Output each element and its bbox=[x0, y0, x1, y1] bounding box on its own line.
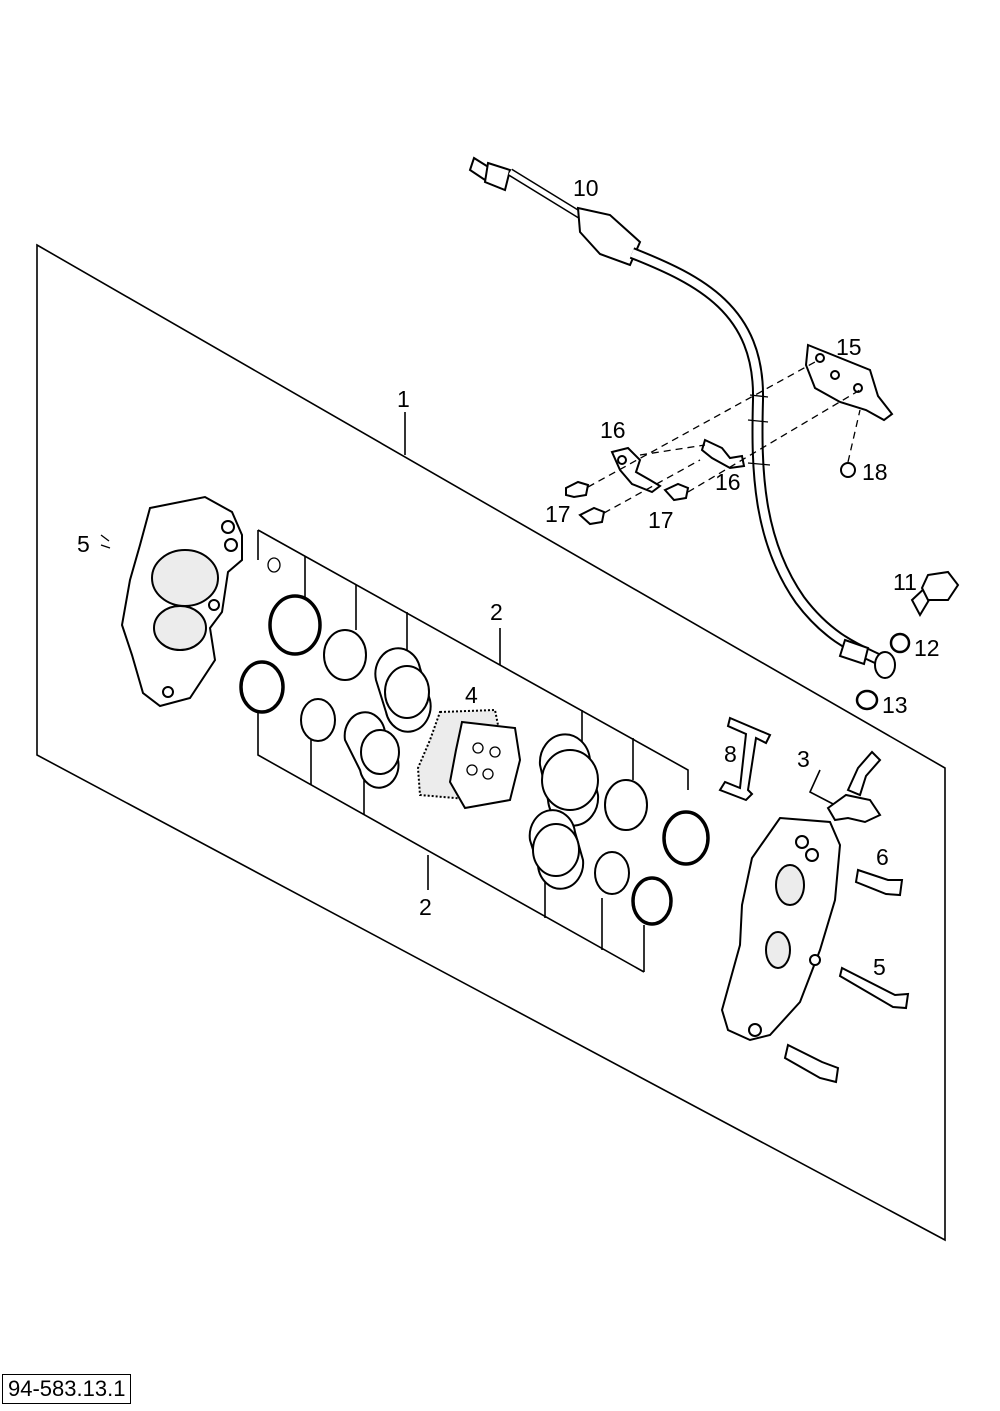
hose-bracket bbox=[804, 343, 894, 422]
alignment-line-2 bbox=[687, 389, 861, 493]
alignment-line-3 bbox=[603, 459, 701, 514]
callout-2-upper: 2 bbox=[490, 599, 503, 625]
callout-10: 10 bbox=[573, 175, 599, 201]
callout-13: 13 bbox=[882, 692, 908, 718]
bleed-valve bbox=[808, 750, 882, 824]
seal-ring-upper-1 bbox=[268, 594, 322, 656]
drawing-number: 94-583.13.1 bbox=[2, 1374, 132, 1404]
callout-15: 15 bbox=[836, 334, 862, 360]
caliper-half-left bbox=[120, 495, 243, 708]
piston-upper-left bbox=[374, 647, 432, 733]
callout-5-right: 5 bbox=[873, 954, 886, 980]
brake-hose bbox=[468, 156, 896, 679]
seal-ring-lower-1 bbox=[239, 660, 285, 714]
callout-8: 8 bbox=[724, 741, 737, 767]
screw-17-c bbox=[663, 482, 690, 502]
banjo-bolt bbox=[910, 570, 960, 618]
seal-ring-upper-2 bbox=[323, 629, 367, 681]
screw-17-b bbox=[578, 506, 606, 526]
washer-12 bbox=[889, 632, 911, 654]
callout-17-right: 17 bbox=[648, 507, 674, 533]
hose-clamp-1 bbox=[610, 446, 662, 494]
kit-frame bbox=[36, 243, 946, 1242]
callout-6: 6 bbox=[876, 844, 889, 870]
pad-retaining-pin bbox=[718, 716, 772, 802]
hose-clamp-2 bbox=[700, 438, 746, 470]
callout-5-left: 5 bbox=[77, 531, 90, 557]
caliper-bolt-lower bbox=[783, 1043, 840, 1084]
seal-ring-right-4 bbox=[631, 876, 673, 926]
caliper-half-right bbox=[720, 816, 842, 1042]
bolt-item-6 bbox=[854, 868, 904, 897]
screw-17-a bbox=[565, 480, 590, 499]
o-ring-small bbox=[267, 557, 281, 573]
seal-ring-right-3 bbox=[594, 851, 630, 895]
piston-upper-right bbox=[538, 733, 600, 827]
piston-lower-right bbox=[528, 809, 585, 890]
nut-18 bbox=[840, 462, 856, 478]
callout-18: 18 bbox=[862, 459, 888, 485]
washer-13 bbox=[855, 689, 879, 711]
piston-lower-left bbox=[343, 711, 400, 789]
seal-ring-right-1 bbox=[604, 779, 648, 831]
callout-11: 11 bbox=[893, 569, 917, 595]
callout-2-lower: 2 bbox=[419, 894, 432, 920]
seal-kit-bracket-upper bbox=[257, 529, 689, 790]
callout-3: 3 bbox=[797, 746, 810, 772]
callout-16-left: 16 bbox=[600, 417, 626, 443]
seal-ring-lower-2 bbox=[300, 698, 336, 742]
bolt-icon-left bbox=[100, 534, 111, 549]
callout-1: 1 bbox=[397, 386, 410, 412]
callout-16-right: 16 bbox=[715, 469, 741, 495]
callout-12: 12 bbox=[914, 635, 940, 661]
alignment-line-4 bbox=[847, 409, 861, 463]
brake-pads bbox=[416, 708, 522, 810]
seal-kit-bracket-lower bbox=[257, 708, 645, 973]
callout-4: 4 bbox=[465, 682, 478, 708]
alignment-line-5 bbox=[639, 444, 706, 456]
callout-17-left: 17 bbox=[545, 501, 571, 527]
seal-ring-right-2 bbox=[662, 810, 710, 866]
pin-item-5 bbox=[838, 966, 910, 1010]
